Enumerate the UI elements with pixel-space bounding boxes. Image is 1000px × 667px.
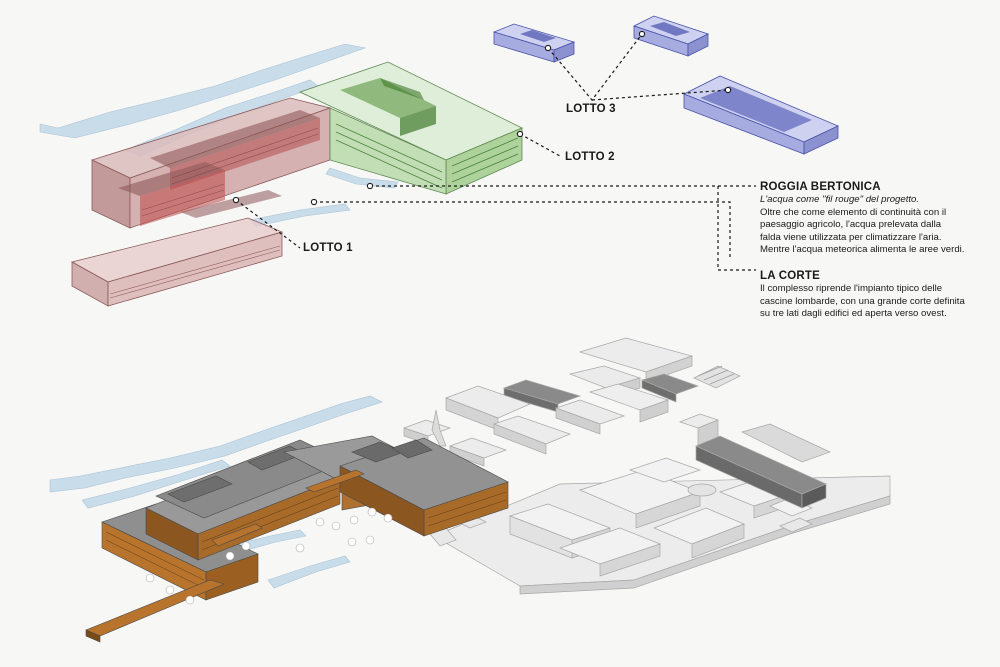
corte-line: Il complesso riprende l'impianto tipico … <box>760 283 943 294</box>
trees <box>145 507 393 605</box>
roggia-title: ROGGIA BERTONICA <box>760 181 881 193</box>
top-axonometric <box>39 15 839 307</box>
lotto1-building <box>70 97 332 307</box>
corte-title: LA CORTE <box>760 270 820 282</box>
lotto2-building <box>298 61 523 195</box>
leader-dots <box>232 30 732 206</box>
bottom-axonometric <box>49 337 891 643</box>
la-corte-note: LA CORTE Il complesso riprende l'impiant… <box>760 269 996 321</box>
water-channel <box>49 395 383 589</box>
lotto2-label: LOTTO 2 <box>565 151 615 163</box>
roggia-line: paesaggio agricolo, l'acqua prelevata da… <box>760 219 942 231</box>
roggia-subtitle: L'acqua come "fil rouge" del progetto. <box>760 194 920 205</box>
lotto3-label: LOTTO 3 <box>566 103 616 115</box>
corte-line: cascine lombarde, con una grande corte d… <box>760 295 965 307</box>
roggia-line: Oltre che come elemento di continuità co… <box>760 206 947 218</box>
corte-line: su tre lati dagli edifici ed aperta vers… <box>760 308 947 320</box>
roggia-bertonica-note: ROGGIA BERTONICA L'acqua come "fil rouge… <box>760 180 996 257</box>
lotto1-label: LOTTO 1 <box>303 242 353 254</box>
leader-lines <box>235 33 756 271</box>
roggia-line: Mentre l'acqua meteorica alimenta le are… <box>760 244 965 256</box>
context-buildings <box>402 337 891 595</box>
lotto3-buildings <box>492 15 839 155</box>
project-building <box>85 435 509 643</box>
roggia-line: falda viene utilizzata per climatizzare … <box>760 231 942 243</box>
